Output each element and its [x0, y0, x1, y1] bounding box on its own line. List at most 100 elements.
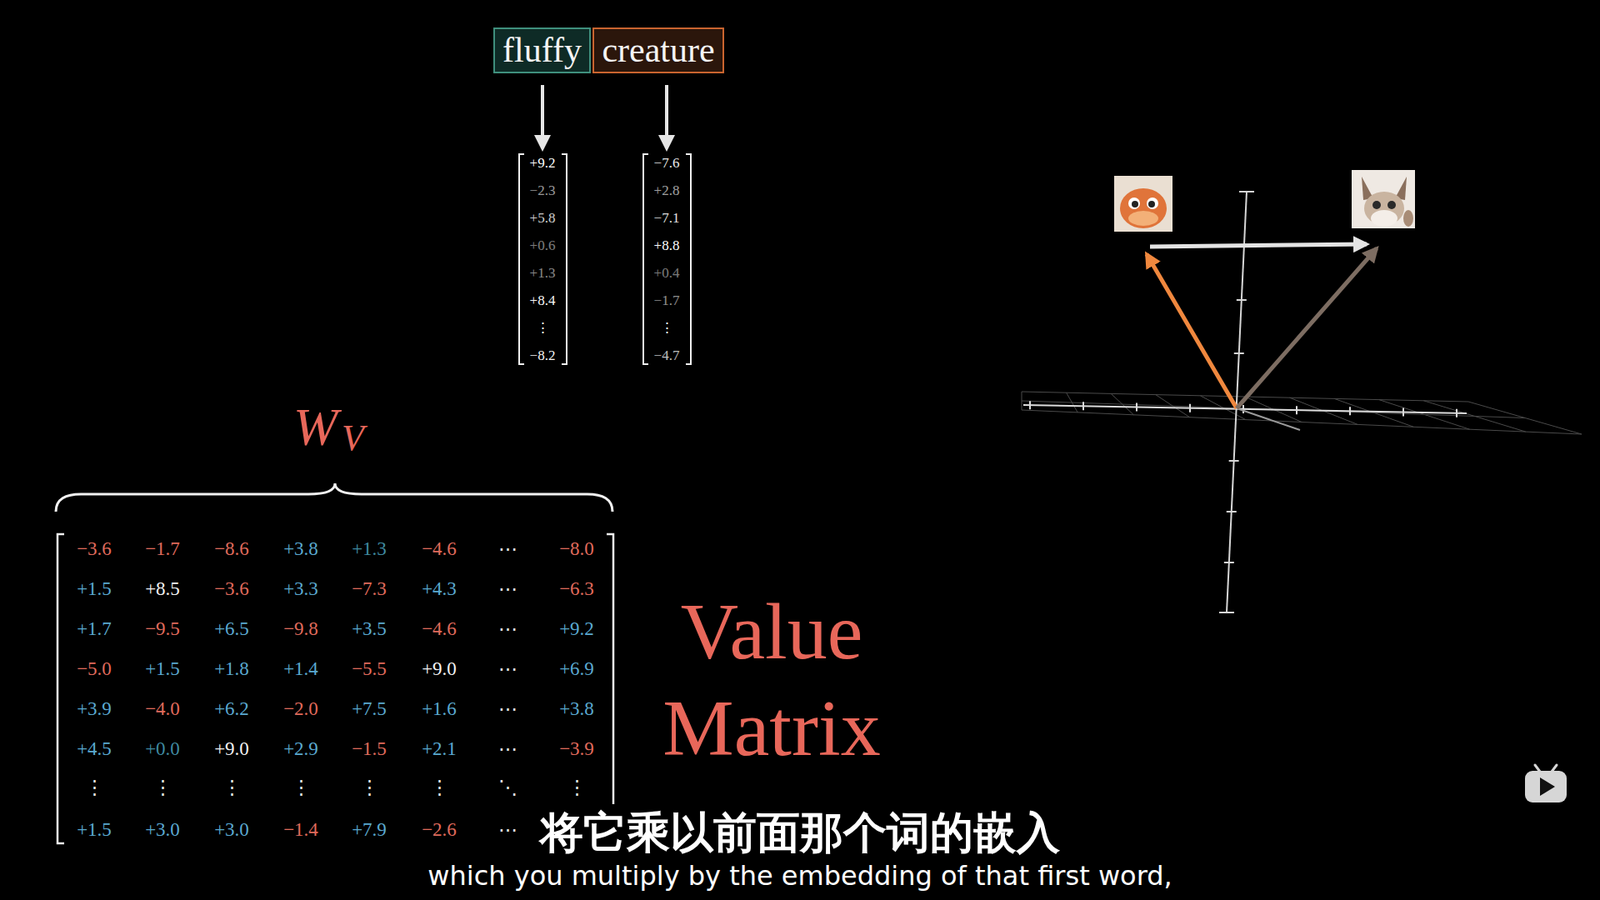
vector-entry: −7.1 — [654, 210, 680, 227]
matrix-entry: −5.0 — [76, 658, 112, 680]
matrix-entry: ⋯ — [498, 738, 518, 760]
tick — [1234, 352, 1245, 355]
matrix-entry: +2.1 — [421, 738, 457, 760]
grid-line — [1021, 391, 1023, 410]
tick — [1029, 400, 1031, 410]
arrow-connector — [665, 85, 669, 149]
matrix-entry: ⋮ — [153, 776, 173, 799]
matrix-entry: ⋯ — [498, 538, 518, 560]
matrix-entry: ⋯ — [498, 578, 518, 600]
vector-entry: ⋮ — [535, 320, 550, 337]
x-axis — [1023, 405, 1467, 414]
matrix-entry: +6.9 — [559, 658, 595, 680]
tick — [1402, 408, 1405, 417]
creature-picture — [1114, 175, 1173, 232]
grid-line — [1066, 392, 1079, 413]
vector-entry: +9.2 — [530, 155, 556, 172]
matrix-entry: +3.0 — [214, 819, 250, 841]
matrix-entry: ⋯ — [498, 618, 518, 640]
matrix-entry: +3.9 — [76, 698, 112, 720]
matrix-entry: +1.3 — [351, 538, 387, 560]
matrix-entry: −4.0 — [145, 698, 180, 720]
matrix-entry: ⋮ — [360, 776, 380, 799]
matrix-entry: +9.2 — [559, 618, 595, 640]
matrix-entry: +1.4 — [283, 658, 319, 680]
matrix-entry: −2.6 — [421, 819, 457, 841]
matrix-entry: +4.3 — [421, 578, 457, 600]
matrix-entry: −6.3 — [559, 578, 595, 600]
vector-entry: +0.6 — [530, 237, 556, 255]
tick — [1239, 190, 1255, 193]
tick — [1082, 401, 1085, 410]
vector-arrow — [1236, 248, 1377, 409]
matrix-entry: +7.5 — [351, 698, 387, 720]
vector-entry: −2.3 — [530, 182, 556, 200]
matrix-entry: −9.5 — [145, 618, 180, 640]
vector-entry: +8.8 — [654, 237, 680, 255]
curly-brace — [55, 483, 613, 512]
tick — [1349, 406, 1351, 415]
vector-arrow — [1146, 254, 1237, 409]
tick — [1236, 299, 1247, 301]
matrix-entry: +1.8 — [214, 658, 250, 680]
matrix-entry: +3.3 — [283, 578, 319, 600]
matrix-entry: +1.5 — [145, 658, 180, 680]
embedding-vector: +9.2−2.3+5.8+0.6+1.3+8.4⋮−8.2 — [517, 153, 569, 365]
vector-entry: ⋮ — [660, 320, 675, 337]
matrix-entry: −3.9 — [559, 738, 595, 760]
tick — [1226, 510, 1237, 513]
matrix-entry: ⋯ — [498, 698, 518, 720]
matrix-subscript: V — [341, 415, 365, 460]
token-box: fluffy — [493, 27, 591, 74]
tick — [1189, 404, 1191, 413]
matrix-symbol: W — [293, 395, 338, 460]
grid-line — [1423, 400, 1525, 432]
matrix-entry: +3.8 — [559, 698, 595, 720]
matrix-brackets — [55, 532, 615, 845]
matrix-entry: +3.0 — [145, 819, 180, 841]
matrix-entry: ⋮ — [291, 776, 311, 799]
fluffy-creature-picture — [1351, 170, 1415, 229]
value-matrix: −3.6−1.7−8.6+3.8+1.3−4.6⋯−8.0+1.5+8.5−3.… — [55, 532, 615, 845]
matrix-entry: ⋮ — [430, 776, 450, 799]
matrix-entry: −3.6 — [214, 578, 250, 600]
token-text: creature — [601, 27, 715, 74]
matrix-name: Value Matrix — [634, 583, 910, 777]
matrix-entry: ⋮ — [222, 776, 242, 799]
matrix-entry: +6.5 — [214, 618, 250, 640]
grid-line — [1021, 400, 1525, 419]
matrix-entry: −4.6 — [421, 618, 457, 640]
difference-arrow — [1150, 244, 1367, 247]
token-box: creature — [592, 27, 725, 74]
matrix-entry: +1.5 — [76, 578, 112, 600]
subtitle-chinese: 将它乘以前面那个词的嵌入 — [540, 806, 1060, 859]
vector-entry: −4.7 — [654, 347, 680, 365]
depth-axis — [1236, 408, 1300, 430]
vector-entry: +8.4 — [530, 292, 556, 310]
matrix-entry: +1.6 — [421, 698, 457, 720]
matrix-entry: −4.6 — [421, 538, 457, 560]
matrix-entry: +3.8 — [283, 538, 319, 560]
matrix-entry: +8.5 — [145, 578, 180, 600]
matrix-entry: ⋱ — [498, 776, 518, 799]
matrix-entry: −1.7 — [145, 538, 180, 560]
matrix-entry: −1.4 — [283, 819, 319, 841]
tick — [1295, 405, 1298, 415]
grid-line — [1379, 400, 1470, 430]
grid-line — [1155, 395, 1190, 418]
matrix-entry: −2.0 — [283, 698, 319, 720]
vector-entry: +1.3 — [530, 265, 556, 282]
matrix-entry: −8.6 — [214, 538, 250, 560]
matrix-entry: +9.0 — [214, 738, 250, 760]
matrix-entry: ⋮ — [567, 776, 587, 799]
matrix-entry: −5.5 — [351, 658, 387, 680]
matrix-entry: +1.7 — [76, 618, 112, 640]
matrix-entry: +1.5 — [76, 819, 112, 841]
vector-entry: +2.8 — [654, 182, 680, 200]
matrix-entry: ⋮ — [85, 776, 105, 799]
vector-entry: −8.2 — [530, 347, 556, 365]
axis-ticks — [1219, 191, 1255, 613]
grid-line — [1110, 393, 1134, 415]
tick — [1219, 611, 1235, 614]
